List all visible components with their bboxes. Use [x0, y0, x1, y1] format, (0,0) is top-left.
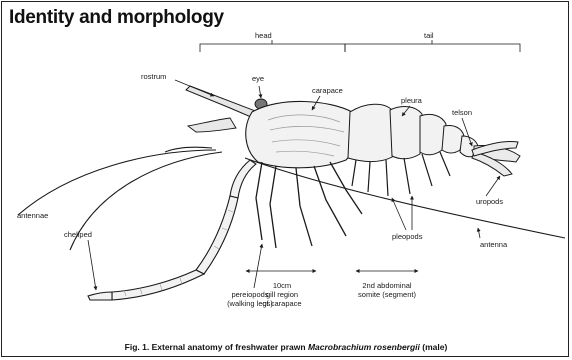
telson-label: telson	[452, 108, 472, 117]
gill-region-line3: of carapace	[254, 299, 310, 308]
antennal-scale	[188, 118, 236, 132]
tail-label: tail	[424, 31, 434, 40]
carapace-label: carapace	[312, 86, 343, 95]
eye-callout	[259, 86, 261, 98]
cheliped-arm	[88, 160, 256, 300]
tail-bracket	[345, 40, 520, 52]
head-bracket	[200, 40, 345, 52]
gill-region-label-group: 10cm gill region of carapace	[254, 281, 310, 308]
gill-region-line1: 10cm	[254, 281, 310, 290]
somite-line2: somite (segment)	[350, 290, 424, 299]
head-label: head	[255, 31, 272, 40]
walking-legs	[256, 162, 362, 248]
cheliped-label: cheliped	[64, 230, 92, 239]
caption-species: Macrobrachium rosenbergii	[308, 342, 420, 352]
figure-caption: Fig. 1. External anatomy of freshwater p…	[0, 342, 572, 352]
somite-line1: 2nd abdominal	[350, 281, 424, 290]
uropods-callout	[486, 176, 500, 196]
pleopods-label: pleopods	[392, 232, 422, 241]
caption-suffix: (male)	[420, 342, 447, 352]
carapace-shape	[246, 101, 357, 167]
rostrum-shape	[186, 86, 258, 120]
antennae-label: antennae	[17, 211, 48, 220]
gill-region-line2: gill region	[254, 290, 310, 299]
somite-label-group: 2nd abdominal somite (segment)	[350, 281, 424, 299]
pleura-label: pleura	[401, 96, 422, 105]
antenna-callout	[478, 228, 480, 238]
tail-fan	[472, 141, 520, 176]
cheliped-callout	[88, 240, 96, 290]
eye-label: eye	[252, 74, 264, 83]
rostrum-label: rostrum	[141, 72, 166, 81]
uropods-label: uropods	[476, 197, 503, 206]
caption-prefix: Fig. 1. External anatomy of freshwater p…	[125, 342, 308, 352]
antenna-label: antenna	[480, 240, 507, 249]
